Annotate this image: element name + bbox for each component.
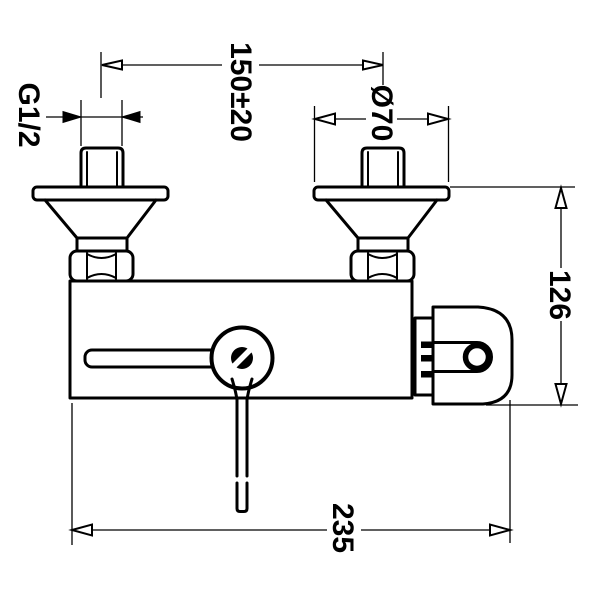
arrowhead-left	[311, 112, 336, 126]
dimension-center-distance: 150±20	[100, 42, 384, 142]
arrowhead-right	[427, 112, 452, 126]
screw-slot	[232, 348, 252, 368]
arrowhead-top	[554, 184, 568, 209]
collar-tooth-3	[421, 371, 432, 378]
inlet-left-nut	[68, 249, 135, 283]
inlet-left-flange	[31, 185, 170, 202]
inlet-left-nipple	[79, 146, 125, 191]
dimension-label: 235	[326, 503, 359, 553]
dimension-label: 126	[543, 270, 576, 320]
collar-tooth-2	[421, 355, 432, 362]
arrowhead-bottom	[554, 383, 568, 408]
outlet-connector	[413, 305, 514, 406]
extension-lines	[80, 100, 123, 146]
dimension-label: Ø70	[365, 85, 398, 142]
inlet-left-thread-lines	[86, 151, 118, 188]
dimension-label: 150±20	[224, 42, 257, 142]
arrowhead-right	[362, 59, 384, 71]
extension-lines	[450, 186, 578, 406]
arrowhead-right	[120, 110, 141, 124]
outlet-hole	[462, 342, 492, 372]
inlet-right	[312, 146, 451, 283]
inlet-left-nut-facets	[86, 252, 117, 280]
extension-lines	[71, 400, 511, 545]
arrowhead-right	[489, 523, 514, 537]
dimension-flange-diameter: Ø70	[311, 85, 452, 182]
rod-lower	[235, 481, 249, 513]
inlet-right-thread-lines	[367, 151, 399, 188]
handle-rod	[230, 377, 254, 513]
rod-upper	[235, 396, 249, 478]
extension-lines	[100, 52, 384, 98]
inlet-right-nut-facets	[367, 252, 398, 280]
collar-tooth-1	[421, 341, 432, 348]
lever-handle	[83, 325, 275, 391]
inlet-right-cone	[324, 198, 439, 240]
dimension-height: 126	[450, 184, 578, 408]
dimension-label: G1/2	[12, 82, 45, 147]
dimension-thread-size: G1/2	[12, 82, 143, 148]
lever-arm	[83, 348, 222, 369]
arrowhead-left	[101, 59, 123, 71]
inlet-right-nut	[349, 249, 416, 283]
dimension-width: 235	[68, 400, 514, 553]
inlet-left-cone	[43, 198, 158, 240]
arrowhead-left	[62, 110, 83, 124]
outlet-slot	[431, 341, 493, 373]
inlet-right-nipple	[360, 146, 406, 191]
inlet-right-flange	[312, 185, 451, 202]
arrowhead-left	[68, 523, 93, 537]
inlet-left	[31, 146, 170, 283]
